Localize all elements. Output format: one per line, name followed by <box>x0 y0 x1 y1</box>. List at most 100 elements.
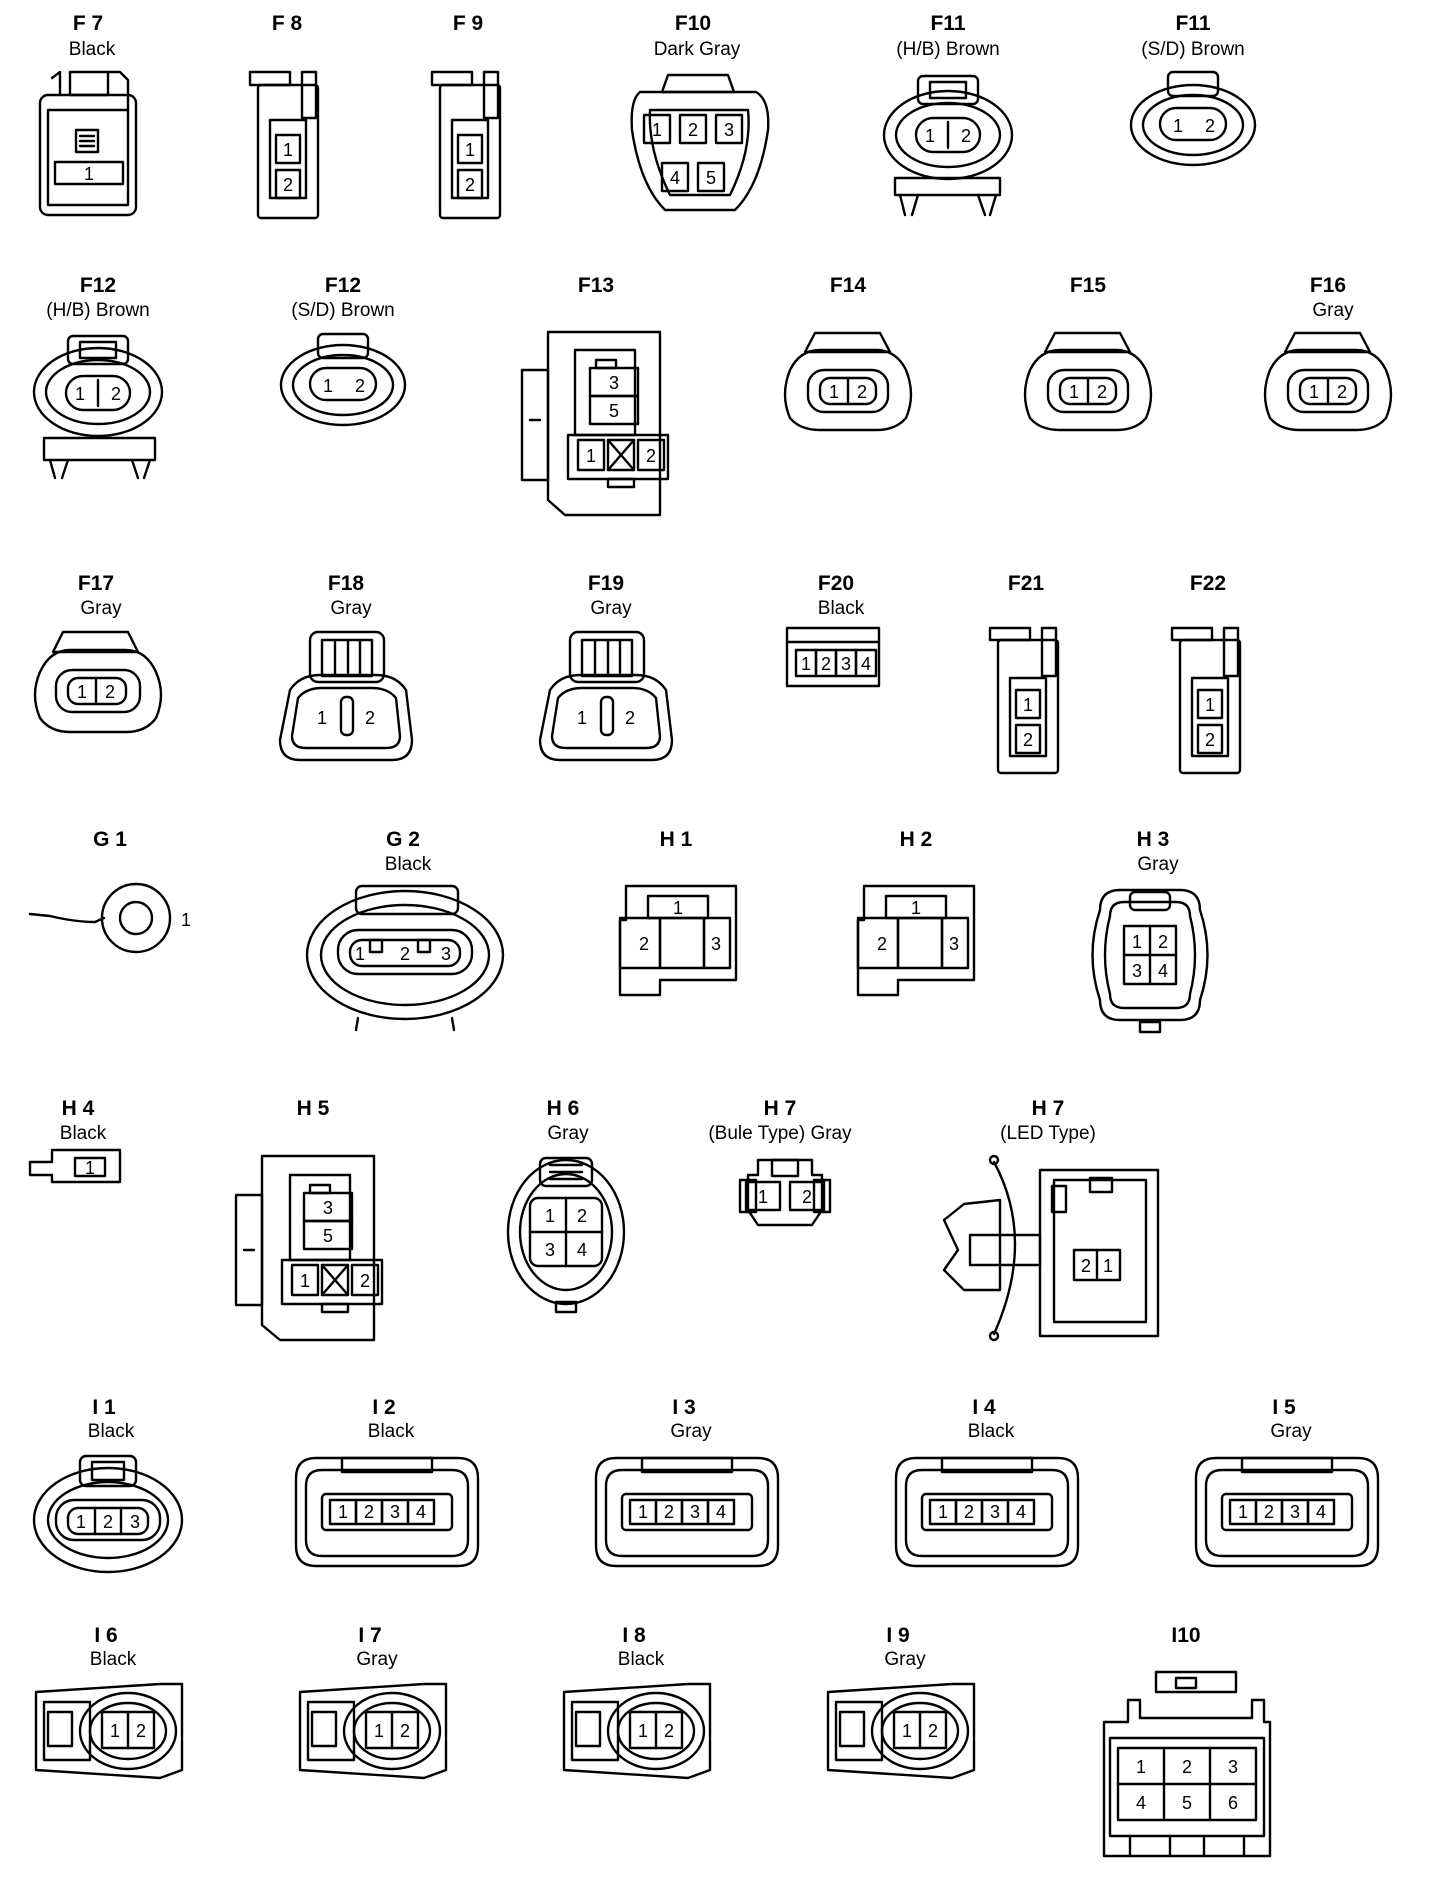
connector-id: F19 <box>588 572 624 595</box>
connector-id: H 5 <box>297 1097 330 1120</box>
pin-label: 1 <box>911 898 921 918</box>
pin-label: 4 <box>861 654 871 674</box>
connector-f17: F17 Gray 1 2 <box>33 572 163 734</box>
connector-i5: I 5 Gray 1 2 3 4 <box>1194 1396 1380 1568</box>
connector-color: (S/D) Brown <box>1141 39 1244 60</box>
pin-label: 4 <box>416 1502 426 1522</box>
pin-label: 1 <box>85 1158 95 1178</box>
pin-label: 2 <box>1205 730 1215 750</box>
pin-label: 2 <box>400 1721 410 1741</box>
pin-label: 2 <box>355 376 365 396</box>
pin-label: 3 <box>609 373 619 393</box>
pin-label: 2 <box>821 654 831 674</box>
pin-label: 4 <box>670 168 680 188</box>
connector-f21: F21 1 2 <box>988 572 1060 775</box>
connector-color: Gray <box>330 598 372 619</box>
connector-id: F 9 <box>453 12 483 35</box>
connector-id: I 8 <box>622 1624 646 1647</box>
pin-label: 1 <box>355 944 365 964</box>
connector-color: Gray <box>356 1649 398 1670</box>
pin-label: 6 <box>1228 1793 1238 1813</box>
pin-label: 2 <box>283 175 293 195</box>
pin-label: 1 <box>545 1206 555 1226</box>
pin-label: 1 <box>938 1502 948 1522</box>
connector-h5: H 5 3 5 1 2 <box>234 1097 384 1342</box>
pin-label: 1 <box>1023 695 1033 715</box>
connector-id: F15 <box>1070 274 1107 297</box>
pin-label: 2 <box>961 126 971 146</box>
connector-color: Gray <box>590 598 632 619</box>
pin-label: 2 <box>364 1502 374 1522</box>
pin-label: 1 <box>181 910 191 930</box>
connector-id: F21 <box>1008 572 1045 595</box>
connector-id: I 2 <box>372 1396 395 1419</box>
connector-i3: I 3 Gray 1 2 3 4 <box>594 1396 780 1568</box>
connector-color: Black <box>88 1421 135 1442</box>
connector-f22: F22 1 2 <box>1170 572 1242 775</box>
connector-h2: H 2 1 2 3 <box>856 828 976 997</box>
pin-label: 1 <box>1173 116 1183 136</box>
connector-color: Gray <box>1312 300 1354 321</box>
pin-label: 3 <box>545 1240 555 1260</box>
connector-id: F12 <box>80 274 116 297</box>
connector-id: F12 <box>325 274 361 297</box>
connector-id: I 1 <box>92 1396 116 1419</box>
pin-label: 1 <box>374 1721 384 1741</box>
connector-id: I10 <box>1171 1624 1200 1647</box>
pin-label: 1 <box>465 140 475 160</box>
pin-label: 2 <box>928 1721 938 1741</box>
pin-label: 2 <box>688 120 698 140</box>
connector-i7: I 7 Gray 1 2 <box>298 1624 448 1780</box>
pin-label: 1 <box>1309 382 1319 402</box>
connector-f18: F18 Gray 1 2 <box>278 572 414 762</box>
connector-f12-hb: F12 (H/B) Brown 1 2 <box>32 274 164 480</box>
connector-i2: I 2 Black 1 2 3 4 <box>294 1396 480 1568</box>
connector-f10: F10 Dark Gray 1 2 3 4 5 <box>630 12 770 212</box>
connector-id: G 1 <box>93 828 127 851</box>
pin-label: 2 <box>964 1502 974 1522</box>
connector-color: Dark Gray <box>654 39 741 60</box>
connector-h3: H 3 Gray 1 2 3 4 <box>1091 828 1209 1034</box>
connector-id: F13 <box>578 274 614 297</box>
connector-f7: F 7 Black 1 <box>38 12 138 217</box>
connector-color: (H/B) Brown <box>896 39 999 60</box>
connector-color: (H/B) Brown <box>46 300 149 321</box>
pin-label: 2 <box>639 934 649 954</box>
pin-label: 3 <box>711 934 721 954</box>
pin-label: 1 <box>338 1502 348 1522</box>
connector-color: Gray <box>1137 854 1179 875</box>
pin-label: 1 <box>76 1512 86 1532</box>
connector-id: F22 <box>1190 572 1226 595</box>
connector-id: H 1 <box>660 828 693 851</box>
pin-label: 4 <box>1158 961 1168 981</box>
pin-label: 1 <box>75 384 85 404</box>
pin-label: 4 <box>577 1240 587 1260</box>
pin-label: 2 <box>664 1721 674 1741</box>
pin-label: 1 <box>1103 1256 1113 1276</box>
pin-label: 1 <box>829 382 839 402</box>
connector-f19: F19 Gray 1 2 <box>538 572 674 762</box>
pin-label: 2 <box>802 1187 812 1207</box>
pin-label: 4 <box>1316 1502 1326 1522</box>
pin-label: 1 <box>317 708 327 728</box>
pin-label: 2 <box>1264 1502 1274 1522</box>
pin-label: 2 <box>857 382 867 402</box>
pin-label: 3 <box>990 1502 1000 1522</box>
connector-id: F20 <box>818 572 854 595</box>
connector-i1: I 1 Black 1 2 3 <box>32 1396 184 1574</box>
connector-f14: F14 1 2 <box>783 274 913 432</box>
connector-id: F10 <box>675 12 711 35</box>
pin-label: 2 <box>400 944 410 964</box>
connector-id: H 4 <box>62 1097 95 1120</box>
pin-label: 1 <box>77 682 87 702</box>
pin-label: 5 <box>1182 1793 1192 1813</box>
connector-id: F18 <box>328 572 365 595</box>
connector-id: H 7 <box>764 1097 797 1120</box>
pin-label: 1 <box>1069 382 1079 402</box>
pin-label: 3 <box>323 1198 333 1218</box>
pin-label: 2 <box>1081 1256 1091 1276</box>
connector-i9: I 9 Gray 1 2 <box>826 1624 976 1780</box>
connector-h4: H 4 Black 1 <box>28 1097 122 1184</box>
connector-id: I 3 <box>672 1396 695 1419</box>
connector-g2: G 2 Black 1 2 3 <box>305 828 505 1032</box>
